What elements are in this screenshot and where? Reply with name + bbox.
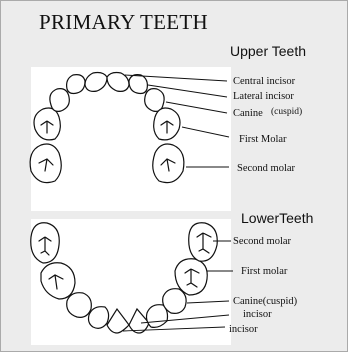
lower-left-second-molar [189,223,218,261]
upper-right-first-molar [34,108,60,140]
upper-arch [30,73,184,183]
label-lower-first-molar: First molar [241,266,288,277]
lower-arch [31,223,218,333]
upper-right-central-incisor [85,73,107,92]
upper-right-second-molar [30,144,61,183]
label-lower-canine: Canine(cuspid) [233,296,298,307]
upper-left-lateral-incisor [129,75,147,94]
label-upper-central-incisor: Central incisor [233,76,296,87]
label-lower-incisor-1: incisor [243,309,272,320]
lower-right-canine [67,293,92,318]
upper-left-first-molar [154,108,180,140]
label-upper-canine-note: (cuspid) [271,106,302,117]
upper-left-second-molar [153,144,184,183]
lower-right-second-molar [31,223,60,263]
lower-left-canine [163,289,186,314]
upper-left-canine [145,89,164,112]
label-upper-canine: Canine [233,108,263,119]
lower-right-central-incisor [107,309,129,333]
label-lower-incisor-2: incisor [229,324,258,335]
lower-right-first-molar [41,263,75,299]
upper-right-lateral-incisor [67,75,85,94]
label-lower-second-molar: Second molar [233,236,292,247]
label-upper-lateral-incisor: Lateral incisor [233,91,294,102]
label-upper-first-molar: First Molar [239,134,287,145]
lower-right-lateral-incisor [89,307,109,329]
upper-right-canine [50,89,69,112]
lower-left-lateral-incisor [147,305,168,328]
lower-left-central-incisor [129,309,149,333]
label-upper-second-molar: Second molar [237,163,296,174]
